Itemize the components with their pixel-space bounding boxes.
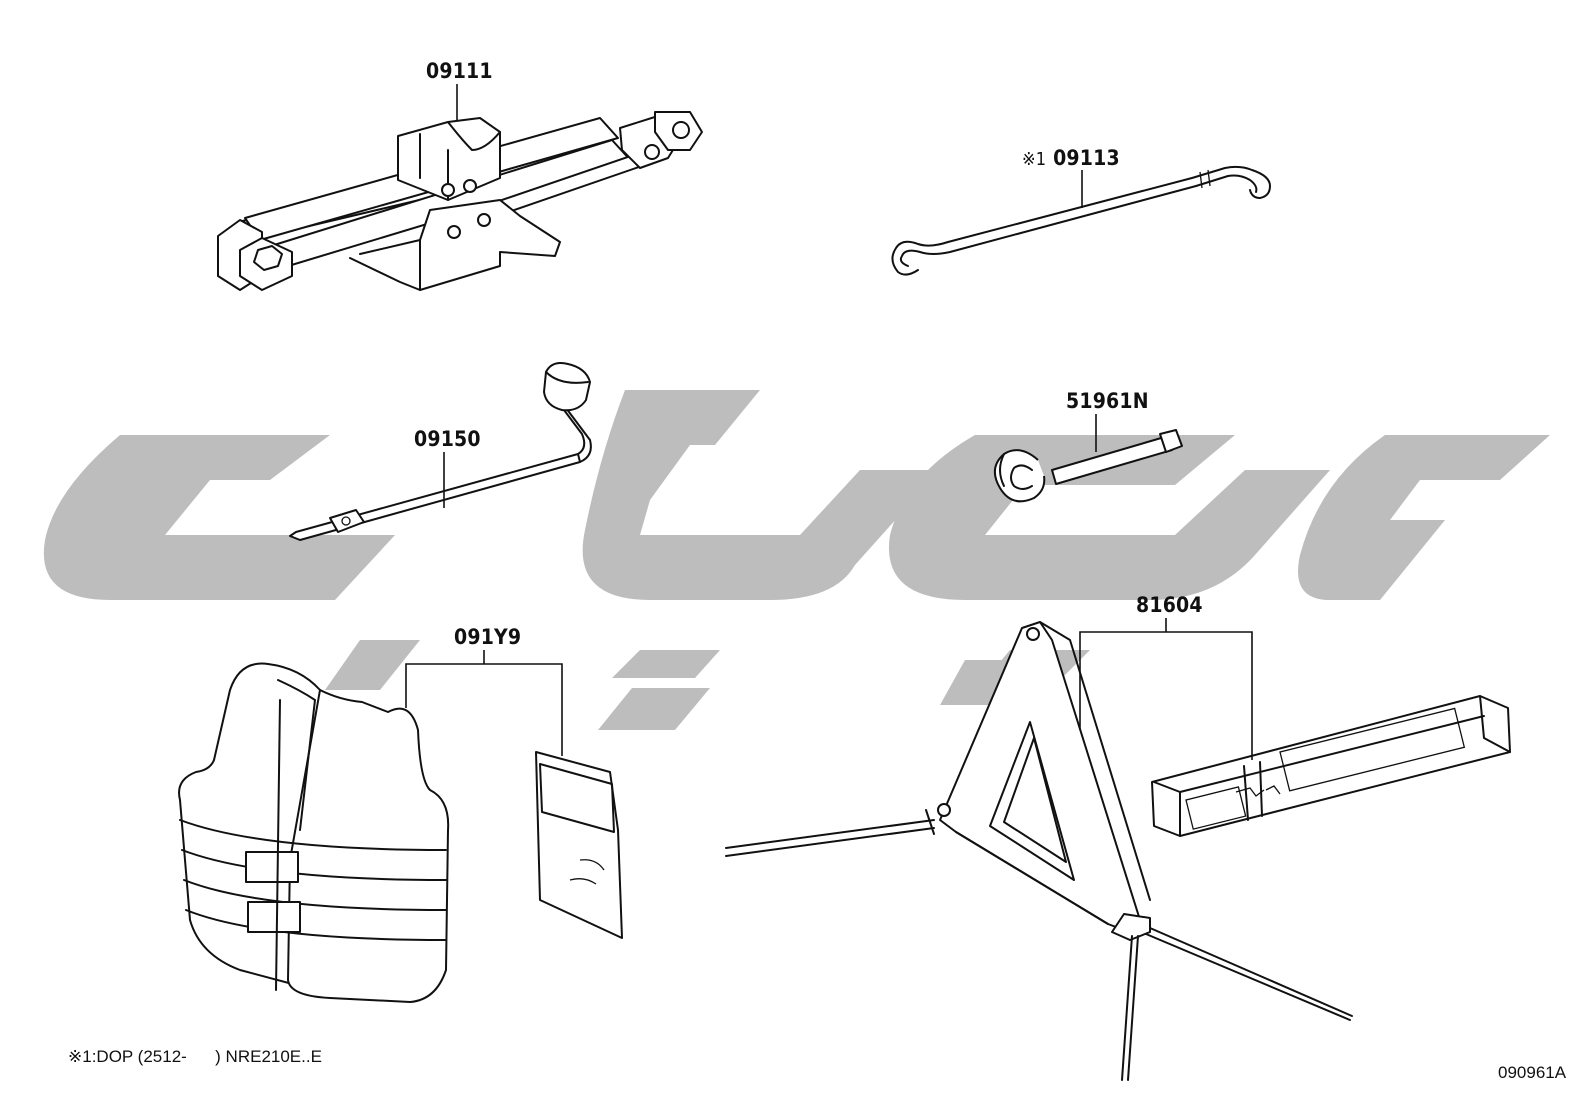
- towing-hook-drawing: [993, 429, 1183, 503]
- jack-handle-marker: ※1: [1022, 149, 1047, 170]
- warning-triangle-drawing: [725, 621, 1511, 1081]
- jack-handle-number: 09113: [1053, 146, 1120, 170]
- part-label-vest: 091Y9: [454, 625, 522, 649]
- part-label-triangle: 81604: [1136, 593, 1203, 617]
- footnote-marker: ※1: [68, 1047, 92, 1066]
- footnote-text: :DOP (2512- ) NRE210E..E: [91, 1047, 322, 1066]
- safety-vest-drawing: [178, 662, 623, 1003]
- leader-lines: [405, 84, 1253, 760]
- scissor-jack-drawing: [217, 111, 703, 291]
- diagram-code: 090961A: [1498, 1063, 1567, 1082]
- part-label-hook: 51961N: [1066, 389, 1149, 413]
- part-label-wrench: 09150: [414, 427, 481, 451]
- part-label-jack: 09111: [426, 59, 493, 83]
- jack-handle-drawing: [891, 165, 1271, 276]
- part-label-jack-handle: ※1 09113: [1022, 146, 1120, 170]
- lug-wrench-drawing: [289, 362, 592, 541]
- footnote: ※1:DOP (2512- ) NRE210E..E: [68, 1047, 322, 1067]
